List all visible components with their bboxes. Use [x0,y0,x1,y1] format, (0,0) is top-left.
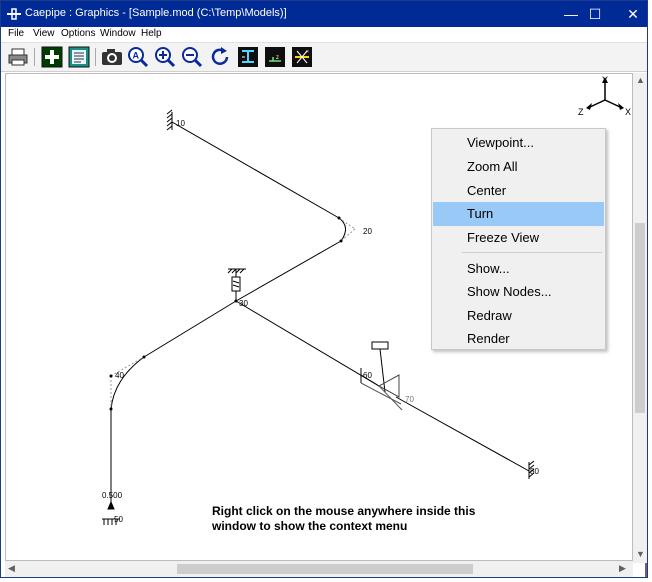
node-label-60: 60 [363,371,372,380]
menu-item-redraw[interactable]: Redraw [467,308,512,323]
toolbar: A z [1,42,647,72]
svg-text:z: z [276,55,279,61]
menu-item-render[interactable]: Render [467,331,510,346]
add-icon[interactable] [41,46,63,68]
scroll-up-icon[interactable]: ▲ [636,75,645,85]
menu-item-freeze-view[interactable]: Freeze View [467,230,540,245]
context-menu: Viewpoint... Zoom All Center Turn Freeze… [431,128,606,350]
menu-view[interactable]: View [33,28,55,39]
instructions-text: Right click on the mouse anywhere inside… [212,504,512,534]
toolbar-separator [95,48,96,66]
menu-item-viewpoint[interactable]: Viewpoint... [467,135,534,150]
anchor-80 [528,460,535,479]
axis-triad: Y X Z [578,75,631,117]
scroll-left-icon[interactable]: ◀ [8,563,15,573]
minimize-button[interactable]: — [564,6,578,22]
node-label-40: 40 [115,371,124,380]
zoom-out-icon[interactable] [181,46,203,68]
app-icon [7,8,21,20]
zoom-all-icon[interactable]: A [127,46,149,68]
view-side-icon[interactable]: z [264,46,286,68]
node-label-0500: 0.500 [102,491,123,500]
horizontal-scroll-thumb[interactable] [177,564,473,574]
instructions-line-1: Right click on the mouse anywhere inside… [212,504,476,518]
menu-item-center[interactable]: Center [467,183,507,198]
scroll-right-icon[interactable]: ▶ [619,563,626,573]
menu-help[interactable]: Help [141,28,162,39]
node-label-80: 80 [530,467,539,476]
vertical-scroll-thumb[interactable] [635,223,645,413]
node-label-70: 70 [405,395,414,404]
printer-icon[interactable] [7,46,29,68]
toolbar-separator [34,48,35,66]
svg-text:×: × [306,49,309,55]
menu-window[interactable]: Window [100,28,136,39]
instructions-line-2: window to show the context menu [212,519,408,533]
valve-60-70 [360,341,403,411]
resize-grip-icon[interactable] [635,563,647,577]
node-markers [109,216,343,411]
anchor-10 [166,109,173,131]
menu-item-zoom-all[interactable]: Zoom All [467,159,518,174]
bend-construction-lines [110,217,356,409]
hanger-30 [227,268,246,301]
window-title: Caepipe : Graphics - [Sample.mod (C:\Tem… [25,7,287,19]
menu-separator [462,252,602,253]
rotate-icon[interactable] [209,46,231,68]
node-label-30: 30 [239,299,248,308]
view-front-icon[interactable] [237,46,259,68]
menu-item-show[interactable]: Show... [467,261,510,276]
close-button[interactable]: ✕ [627,6,639,22]
axis-label-z: Z [578,107,584,117]
scroll-down-icon[interactable]: ▼ [636,549,645,559]
pipe-segments [110,121,530,509]
menu-bar: File View Options Window Help [1,27,647,42]
menu-options[interactable]: Options [61,28,96,39]
zoom-in-icon[interactable] [154,46,176,68]
axis-label-y: Y [602,75,608,85]
axis-label-x: X [625,107,631,117]
menu-file[interactable]: File [8,28,25,39]
node-label-20: 20 [363,227,372,236]
svg-text:A: A [133,51,140,61]
title-bar[interactable]: Caepipe : Graphics - [Sample.mod (C:\Tem… [1,1,647,27]
menu-item-turn[interactable]: Turn [433,202,604,226]
node-label-10: 10 [176,119,185,128]
anchor-50 [102,500,120,525]
vertical-scrollbar[interactable]: ▲ ▼ [633,73,647,563]
node-label-50: 50 [114,515,123,524]
menu-item-show-nodes[interactable]: Show Nodes... [467,284,552,299]
horizontal-scrollbar[interactable]: ◀ ▶ [5,561,633,577]
piping-model-drawing: 10 20 30 40 60 70 80 0.500 50 Y X Z [102,75,631,525]
camera-icon[interactable] [101,46,123,68]
view-top-icon[interactable]: × [291,46,313,68]
list-icon[interactable] [68,46,90,68]
maximize-button[interactable]: ☐ [588,6,602,22]
